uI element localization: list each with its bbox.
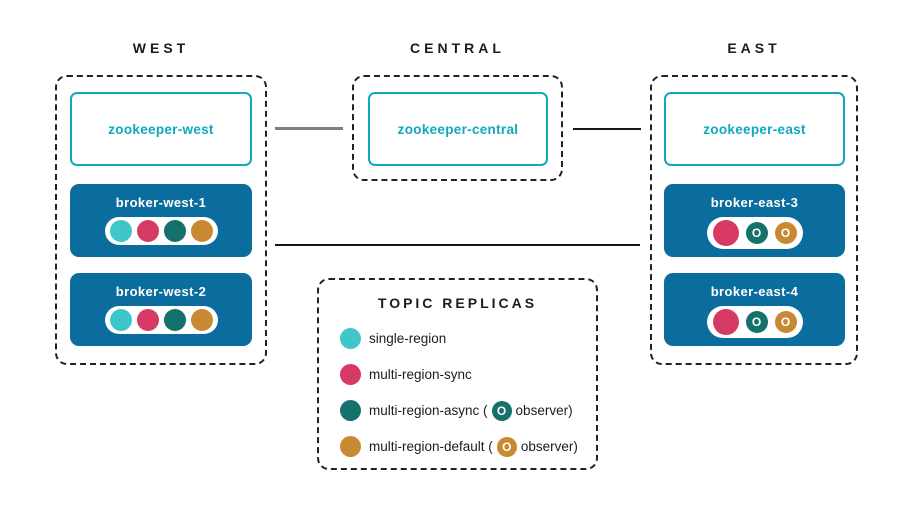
observer-glyph: O bbox=[502, 439, 512, 454]
region-box-east bbox=[650, 75, 858, 365]
legend-dot-multi-region-default bbox=[340, 436, 361, 457]
legend-label-suffix: observer) bbox=[515, 403, 573, 418]
zookeeper-west-node: zookeeper-west bbox=[70, 92, 252, 166]
legend-dot-single-region bbox=[340, 328, 361, 349]
legend-dot-multi-region-async bbox=[340, 400, 361, 421]
replica-dot-multi-region-default bbox=[190, 220, 213, 242]
broker-east-3-replica-pill: O O bbox=[706, 217, 803, 249]
broker-east-4-node: broker-east-4 O O bbox=[664, 273, 845, 346]
broker-west-east-link-line bbox=[275, 244, 640, 246]
replica-dot-multi-region-default-observer: O bbox=[774, 311, 797, 333]
zookeeper-central-label: zookeeper-central bbox=[397, 121, 519, 137]
replica-dot-multi-region-sync bbox=[712, 220, 739, 246]
legend-title: TOPIC REPLICAS bbox=[377, 295, 538, 311]
replica-dot-multi-region-sync bbox=[136, 309, 159, 331]
replica-dot-multi-region-async bbox=[163, 220, 186, 242]
broker-west-2-label: broker-west-2 bbox=[115, 284, 207, 299]
broker-east-3-node: broker-east-3 O O bbox=[664, 184, 845, 257]
region-box-west bbox=[55, 75, 267, 365]
broker-west-1-node: broker-west-1 bbox=[70, 184, 252, 257]
legend-item-multi-region-async: multi-region-async ( O observer) bbox=[340, 400, 596, 421]
broker-east-3-label: broker-east-3 bbox=[710, 195, 799, 210]
zookeeper-west-label: zookeeper-west bbox=[108, 121, 214, 137]
zookeeper-east-label: zookeeper-east bbox=[703, 121, 806, 137]
broker-west-1-label: broker-west-1 bbox=[115, 195, 207, 210]
observer-glyph: O bbox=[496, 403, 507, 418]
region-header-east: EAST bbox=[727, 40, 781, 56]
region-box-central bbox=[352, 75, 563, 181]
legend-label: single-region bbox=[369, 331, 447, 346]
replica-dot-multi-region-sync bbox=[712, 309, 739, 335]
legend-label: multi-region-sync bbox=[369, 367, 472, 382]
replica-dot-multi-region-sync bbox=[136, 220, 159, 242]
legend-rows: single-region multi-region-sync multi-re… bbox=[319, 311, 596, 457]
region-header-central: CENTRAL bbox=[410, 40, 505, 56]
observer-badge-multi-region-default: O bbox=[496, 436, 517, 457]
replica-dot-multi-region-async-observer: O bbox=[745, 311, 768, 333]
legend-label-suffix: observer) bbox=[520, 439, 578, 454]
observer-badge-multi-region-async: O bbox=[491, 400, 512, 421]
broker-east-4-label: broker-east-4 bbox=[710, 284, 799, 299]
legend-label: multi-region-default ( O observer) bbox=[369, 436, 578, 457]
observer-glyph: O bbox=[751, 226, 762, 240]
replica-dot-single-region bbox=[109, 309, 132, 331]
zookeeper-central-east-link-line bbox=[573, 128, 641, 130]
zookeeper-west-central-link-line bbox=[275, 127, 343, 130]
legend-item-multi-region-sync: multi-region-sync bbox=[340, 364, 596, 385]
replica-dot-multi-region-default-observer: O bbox=[774, 222, 797, 244]
legend-item-single-region: single-region bbox=[340, 328, 596, 349]
replica-dot-multi-region-async bbox=[163, 309, 186, 331]
broker-east-4-replica-pill: O O bbox=[706, 306, 803, 338]
topic-replicas-legend: TOPIC REPLICAS single-region multi-regio… bbox=[317, 278, 598, 470]
broker-west-2-replica-pill bbox=[104, 306, 218, 334]
legend-label-prefix: multi-region-default ( bbox=[369, 439, 493, 454]
zookeeper-central-node: zookeeper-central bbox=[368, 92, 548, 166]
legend-dot-multi-region-sync bbox=[340, 364, 361, 385]
region-header-west: WEST bbox=[132, 40, 190, 56]
legend-label-prefix: multi-region-async ( bbox=[369, 403, 488, 418]
legend-label: multi-region-async ( O observer) bbox=[369, 400, 573, 421]
observer-glyph: O bbox=[780, 226, 791, 240]
observer-glyph: O bbox=[780, 315, 791, 329]
broker-west-2-node: broker-west-2 bbox=[70, 273, 252, 346]
broker-west-1-replica-pill bbox=[104, 217, 218, 245]
legend-item-multi-region-default: multi-region-default ( O observer) bbox=[340, 436, 596, 457]
replica-dot-multi-region-async-observer: O bbox=[745, 222, 768, 244]
replica-dot-multi-region-default bbox=[190, 309, 213, 331]
observer-glyph: O bbox=[751, 315, 762, 329]
replica-dot-single-region bbox=[109, 220, 132, 242]
zookeeper-east-node: zookeeper-east bbox=[664, 92, 845, 166]
